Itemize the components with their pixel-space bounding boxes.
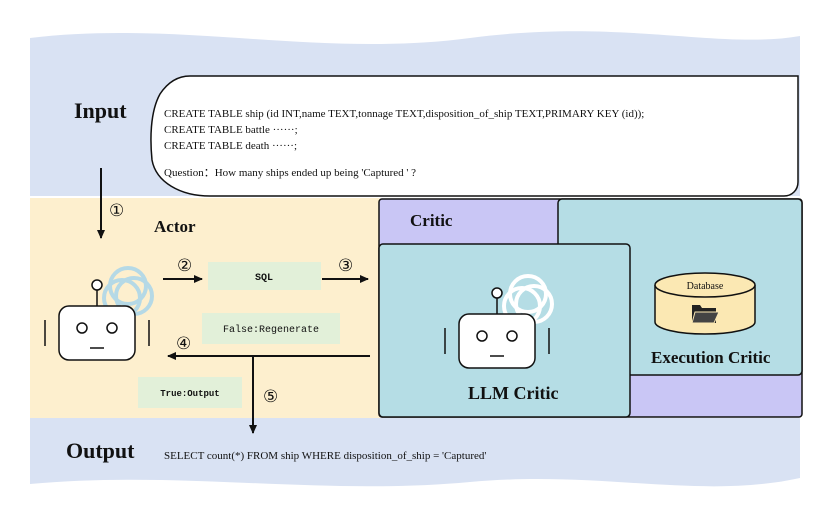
database-icon: Database [654,272,756,335]
folder-icon [691,305,720,324]
output-band [30,418,800,487]
step5-marker: ⑤ [263,387,278,406]
input-box [150,75,799,197]
sql-pill [208,262,321,290]
database-label: Database [687,281,724,292]
input-heading: Input [74,98,127,123]
false-regenerate-label: False:Regenerate [223,324,319,336]
true-output-label: True:Output [160,389,219,399]
step1-marker: ① [109,201,124,220]
actor-robot-group [44,266,154,361]
execution-critic-label: Execution Critic [651,348,771,367]
question-line: Question：How many ships ended up being '… [164,167,416,179]
schema-line-1: CREATE TABLE ship (id INT,name TEXT,tonn… [164,108,644,120]
step4-marker: ④ [176,334,191,353]
step3-marker: ③ [338,256,353,275]
robot-icon [44,279,150,361]
critic-heading: Critic [410,211,453,230]
sql-label: SQL [255,273,273,284]
false-regenerate-pill [202,313,340,344]
true-output-pill [138,377,242,408]
actor-heading: Actor [154,217,196,236]
schema-line-2: CREATE TABLE battle ······; [164,124,298,136]
robot-icon [444,287,550,369]
llm-critic-label: LLM Critic [468,383,558,403]
step2-marker: ② [177,256,192,275]
llm-critic-robot-group [444,274,554,369]
schema-line-3: CREATE TABLE death ······; [164,140,297,152]
output-query: SELECT count(*) FROM ship WHERE disposit… [164,450,486,462]
output-heading: Output [66,438,135,463]
